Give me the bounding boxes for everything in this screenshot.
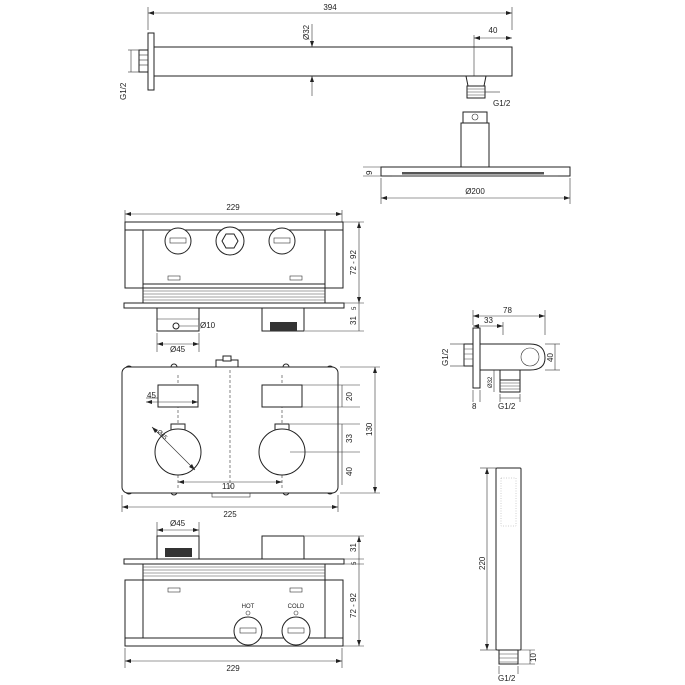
hot-label: HOT bbox=[242, 604, 255, 610]
box-bottom-view: Ø45 HOT COLD 31 5 bbox=[123, 519, 364, 673]
plate-225-label: 225 bbox=[223, 510, 237, 519]
box-top-knob-depth-label: 31 bbox=[349, 316, 358, 325]
box-bottom-knob-depth-label: 31 bbox=[349, 543, 358, 552]
front-plate-view: 45 20 Ø45 33 40 130 110 225 bbox=[121, 355, 380, 519]
hand-shower-thread-label: G1/2 bbox=[498, 674, 516, 683]
box-top-offset-label: 5 bbox=[352, 306, 358, 310]
box-top-width-label: 229 bbox=[226, 203, 240, 212]
box-bottom-width-label: 229 bbox=[226, 664, 240, 673]
plate-130-label: 130 bbox=[365, 422, 374, 436]
nozzle-row bbox=[402, 172, 544, 175]
plate-40-label: 40 bbox=[345, 467, 354, 476]
plate-110-label: 110 bbox=[222, 482, 235, 491]
box-top-depth-label: 72 - 92 bbox=[349, 250, 358, 275]
hand-shower-nozzles bbox=[500, 477, 517, 527]
box-bottom-ribs bbox=[142, 563, 326, 581]
box-top-knob-diameter-label: Ø45 bbox=[170, 345, 186, 354]
outlet-thread-label: G1/2 bbox=[441, 348, 450, 366]
arm-tip-label: 40 bbox=[489, 26, 498, 35]
outlet-thread-bottom-label: G1/2 bbox=[498, 402, 516, 411]
box-bottom-knob-diameter-label: Ø45 bbox=[170, 519, 186, 528]
head-height-label: 9 bbox=[365, 170, 374, 175]
outlet-base-label: 8 bbox=[472, 402, 477, 411]
cold-label: COLD bbox=[288, 604, 305, 610]
arm-length-label: 394 bbox=[323, 3, 337, 12]
box-top-view: 229 Ø10 Ø45 bbox=[123, 203, 364, 354]
hand-shower-end-label: 10 bbox=[529, 653, 538, 662]
arm-wall-thread-label: G1/2 bbox=[119, 82, 128, 100]
wall-outlet-view: 78 33 G1/2 40 Ø32 8 G1/2 bbox=[441, 306, 560, 411]
shower-head-view: 9 Ø200 bbox=[363, 111, 571, 204]
outlet-width-label: 78 bbox=[503, 306, 512, 315]
shower-arm-view: 394 G1/2 Ø32 40 G1/2 bbox=[119, 3, 513, 108]
box-top-ribs bbox=[142, 287, 326, 304]
hand-shower-length-label: 220 bbox=[478, 556, 487, 570]
box-bottom-offset-label: 5 bbox=[352, 561, 358, 565]
head-diameter-label: Ø200 bbox=[465, 187, 485, 196]
plate-20-label: 20 bbox=[345, 392, 354, 401]
arm-head-thread-label: G1/2 bbox=[493, 99, 511, 108]
arm-diameter-label: Ø32 bbox=[302, 24, 311, 40]
plate-45-label: 45 bbox=[147, 391, 156, 400]
outlet-height-label: 40 bbox=[546, 353, 555, 362]
box-bottom-depth-label: 72 - 92 bbox=[349, 593, 358, 618]
outlet-offset-label: 33 bbox=[484, 316, 493, 325]
outlet-diameter-label: Ø32 bbox=[488, 376, 494, 388]
box-top-hole-label: Ø10 bbox=[200, 321, 216, 330]
plate-33-label: 33 bbox=[345, 434, 354, 443]
hand-shower-view: 220 10 G1/2 bbox=[478, 467, 538, 683]
